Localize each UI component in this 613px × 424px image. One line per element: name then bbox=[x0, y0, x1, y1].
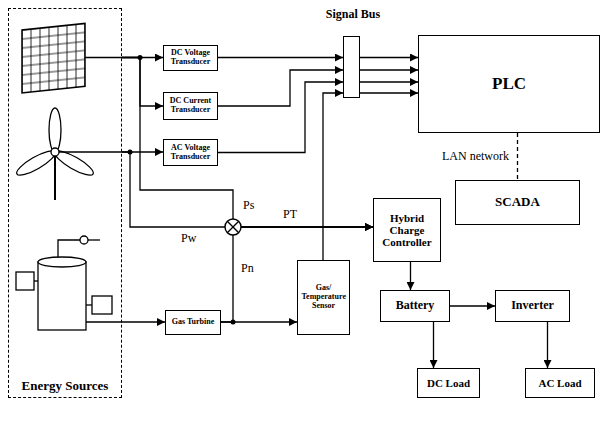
node-text: Battery bbox=[385, 299, 446, 312]
text-block: Battery bbox=[385, 299, 446, 312]
wire-dots bbox=[128, 55, 236, 325]
solar-wire bbox=[85, 57, 122, 58]
node-text: Energy Sources bbox=[22, 379, 109, 393]
text-block: DC Current Transducer bbox=[168, 97, 214, 115]
network-label: LAN network bbox=[441, 150, 510, 163]
load-box: DC Load bbox=[417, 368, 480, 398]
load-box: AC Load bbox=[525, 368, 595, 398]
text-block: Gas Turbine bbox=[170, 318, 217, 327]
signal-connector bbox=[410, 262, 411, 290]
text-block: SCADA bbox=[460, 195, 576, 209]
turbine-box: Gas Turbine bbox=[165, 310, 221, 335]
node-text: Inverter bbox=[500, 299, 566, 312]
node-text: PLC bbox=[423, 75, 596, 94]
transducer-box: AC Voltage Transducer bbox=[163, 139, 218, 166]
text-block: AC Load bbox=[530, 377, 591, 389]
bus-bar bbox=[343, 36, 360, 98]
power-symbol: Pw bbox=[180, 232, 197, 245]
node-text: DC Current Transducer bbox=[168, 97, 214, 115]
text-block: PLC bbox=[423, 75, 596, 94]
signal-connector bbox=[323, 93, 343, 260]
text-block: Energy Sources bbox=[22, 379, 109, 393]
node-text: Gas/ Temperature Sensor bbox=[302, 284, 346, 310]
wind-wire bbox=[59, 151, 122, 152]
signal-connector bbox=[433, 322, 434, 368]
signal-connector bbox=[122, 152, 373, 227]
signal-connector bbox=[122, 58, 163, 107]
power-symbol: Ps bbox=[242, 199, 255, 212]
text-block: Gas/ Temperature Sensor bbox=[302, 284, 346, 310]
signal-connector bbox=[218, 57, 343, 58]
signal-connector bbox=[122, 58, 373, 228]
node-text: AC Load bbox=[530, 377, 591, 389]
power-symbol: PT bbox=[282, 208, 298, 221]
solar-panel bbox=[22, 23, 85, 93]
node-text: Hybrid Charge Controller bbox=[378, 212, 437, 248]
biogas-wire bbox=[86, 321, 122, 322]
signal-connector bbox=[547, 322, 548, 368]
signal-connector bbox=[450, 305, 495, 306]
sensor-box: Gas/ Temperature Sensor bbox=[297, 260, 350, 335]
text-block: DC Load bbox=[422, 377, 476, 389]
plc-box: PLC bbox=[418, 35, 600, 133]
summing-junction bbox=[225, 219, 241, 235]
transducer-box: DC Current Transducer bbox=[163, 92, 218, 120]
scada-box: SCADA bbox=[455, 180, 580, 225]
text-block: Inverter bbox=[500, 299, 566, 312]
inverter-box: Inverter bbox=[495, 290, 570, 322]
controller-box: Hybrid Charge Controller bbox=[373, 198, 441, 262]
text-block: AC Voltage Transducer bbox=[168, 144, 214, 162]
node-text: AC Voltage Transducer bbox=[168, 144, 214, 162]
bus-label: Signal Bus bbox=[326, 8, 380, 21]
wind-turbine bbox=[14, 108, 96, 200]
signal-connector bbox=[218, 70, 343, 106]
node-text: SCADA bbox=[460, 195, 576, 209]
group-box: Energy Sources bbox=[8, 8, 122, 398]
battery-box: Battery bbox=[380, 290, 450, 322]
power-symbol: Pn bbox=[240, 262, 255, 275]
bus-to-plc-lines bbox=[360, 70, 418, 93]
node-text: Gas Turbine bbox=[170, 318, 217, 327]
biogas-digester bbox=[16, 236, 112, 330]
network-link bbox=[517, 133, 518, 180]
transducer-box: DC Voltage Transducer bbox=[163, 45, 218, 72]
signal-connector bbox=[122, 321, 165, 322]
node-text: DC Voltage Transducer bbox=[168, 49, 214, 67]
text-block: Hybrid Charge Controller bbox=[378, 212, 437, 248]
signal-connector bbox=[360, 57, 418, 58]
text-block: DC Voltage Transducer bbox=[168, 49, 214, 67]
node-text: DC Load bbox=[422, 377, 476, 389]
bus-title: Signal Bus bbox=[326, 8, 380, 21]
signal-bus: Signal Bus bbox=[318, 8, 388, 100]
